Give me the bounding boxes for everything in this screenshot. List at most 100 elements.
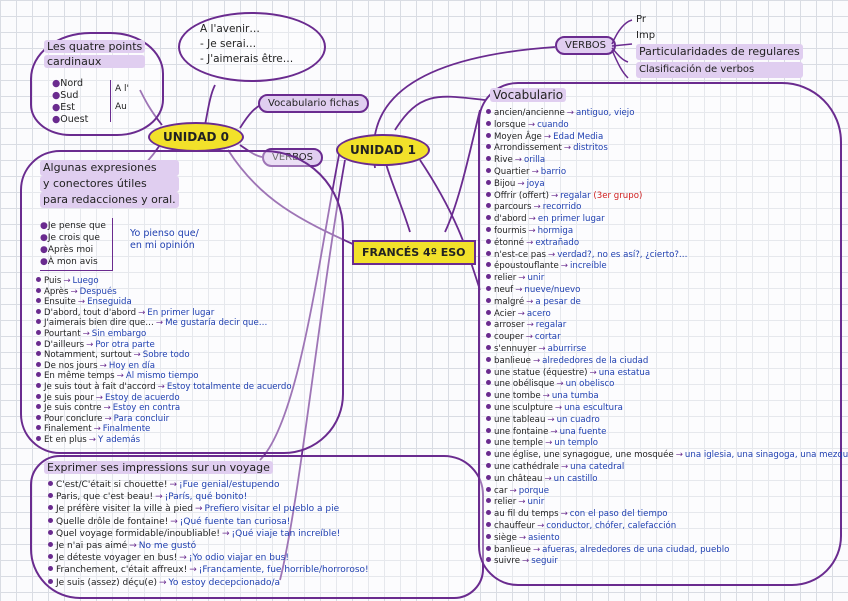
bullet-icon [486,333,491,339]
arrow-icon: → [560,261,568,272]
bullet-icon [36,393,41,399]
french-term: Pour conclure [44,413,103,424]
spanish-translation: Para concluir [113,413,170,424]
arrow-icon: → [221,528,230,539]
french-term: Je suis contre [44,403,102,414]
spanish-translation: ¡París, qué bonito! [164,492,248,503]
spanish-translation: acero [526,308,551,319]
arrow-icon: → [155,318,164,329]
list-item: arroser→regalar [486,320,566,331]
list-item: C'est/C'était si chouette!→¡Fue genial/e… [48,480,280,491]
spanish-translation: Sin embargo [91,329,147,339]
bullet-icon [48,578,53,584]
list-item: une temple→un templo [486,438,598,449]
arrow-icon: → [560,509,568,520]
spanish-translation: una estatua [598,367,651,378]
list-item: D'ailleurs→Por otra parte [36,340,155,351]
arrow-icon: → [526,320,534,331]
french-term: Offrir (offert) [494,190,549,201]
bullet-icon [486,404,491,409]
arrow-icon: → [554,403,563,413]
arrow-icon: → [82,329,90,339]
bullet-icon [486,321,491,327]
french-term: Quelle drôle de fontaine! [56,516,169,527]
arrow-icon: → [528,214,536,225]
french-term: une sculpture [494,403,553,413]
spanish-translation: joya [526,178,545,189]
arrow-icon: → [95,392,103,403]
central-node[interactable]: FRANCÉS 4º ESO [352,240,476,265]
spanish-translation: regalar [560,190,591,201]
french-term: Rive [494,155,513,166]
spanish-translation: Me gustaría decir que… [165,318,268,329]
list-item: Après→Después [36,287,117,298]
arrow-icon: → [515,285,523,295]
bullet-icon [486,415,491,421]
list-item: une statue (équestre)→una estatua [486,368,650,379]
french-term: Quel voyage formidable/inoubliable! [56,528,220,539]
list-item: Offrir (offert)→regalar (3er grupo) [486,191,642,202]
arrow-icon: → [545,438,553,449]
bullet-icon [36,436,41,441]
list-item: Quel voyage formidable/inoubliable!→¡Qué… [48,529,340,540]
list-item: d'abord→en primer lugar [486,214,605,225]
french-term: Quartier [494,167,530,177]
spanish-translation: Finalmente [102,424,151,435]
spanish-translation: distritos [573,143,608,154]
spanish-translation: cortar [534,332,561,343]
french-term: Je n'ai pas aimé [56,541,128,551]
list-item: n'est-ce pas→verdad?, no es así?, ¿ciert… [486,250,688,261]
french-term: J'aimerais bien dire que… [44,318,154,329]
cardinal-side: A l' Au [110,80,129,122]
bullet-icon [48,517,53,523]
bullet-icon [48,505,53,511]
bullet-icon [486,439,491,445]
french-term: C'est/C'était si chouette! [56,480,168,490]
spanish-translation: una escultura [564,403,623,413]
bullet-icon [486,345,491,350]
arrow-icon: → [547,414,555,425]
list-item: Paris, que c'est beau!→¡París, qué bonit… [48,492,247,503]
spanish-translation: ¡Francamente, fue horrible/horroroso! [198,565,369,576]
spanish-translation: una fuente [559,426,607,437]
arrow-icon: → [514,155,522,166]
bullet-icon [486,274,491,280]
spanish-translation: con el paso del tiempo [569,509,668,520]
arrow-icon: → [563,143,572,154]
arrow-icon: → [531,167,539,177]
french-term: Puis [44,276,62,286]
unidad-1-node[interactable]: UNIDAD 1 [336,134,430,166]
spanish-translation: un cuadro [556,414,600,425]
bullet-icon [36,277,41,282]
french-term: Paris, que c'est beau! [56,492,154,503]
bullet-icon [486,227,491,232]
list-item: banlieue→afueras, alrededores de una ciu… [486,545,729,556]
arrow-icon: → [170,516,178,527]
list-item: Bijou→joya [486,179,545,190]
bullet-icon [36,308,41,314]
arrow-icon: → [77,297,86,308]
bullet-icon [486,238,491,244]
arrow-icon: → [70,286,78,297]
arrow-icon: → [138,307,146,318]
list-item: fourmis→hormiga [486,226,573,237]
bullet-icon [486,451,491,457]
spanish-translation: unir [527,273,545,284]
list-item: Je préfère visiter la ville à pied→Prefi… [48,504,339,515]
list-item: malgré→a pesar de [486,297,581,308]
list-item: ancien/ancienne→antiguo, viejo [486,108,634,119]
bullet-icon [48,481,53,486]
french-term: lorsque [494,119,526,130]
spanish-translation: conductor, chófer, calefacción [546,521,677,531]
vocab-fichas-node[interactable]: Vocabulario fichas [258,94,370,113]
spanish-translation: ¡Qué viaje tan increíble! [231,528,341,539]
bullet-icon [486,144,491,150]
list-item: s'ennuyer→aburrirse [486,344,586,355]
arrow-icon: → [179,553,187,564]
note: (3er grupo) [590,190,643,201]
arrow-icon: → [544,473,552,484]
french-term: Notamment, surtout [44,350,132,361]
spanish-translation: Enseguida [87,297,132,308]
spanish-translation: extrañado [535,237,580,248]
french-term: D'abord, tout d'abord [44,307,137,318]
